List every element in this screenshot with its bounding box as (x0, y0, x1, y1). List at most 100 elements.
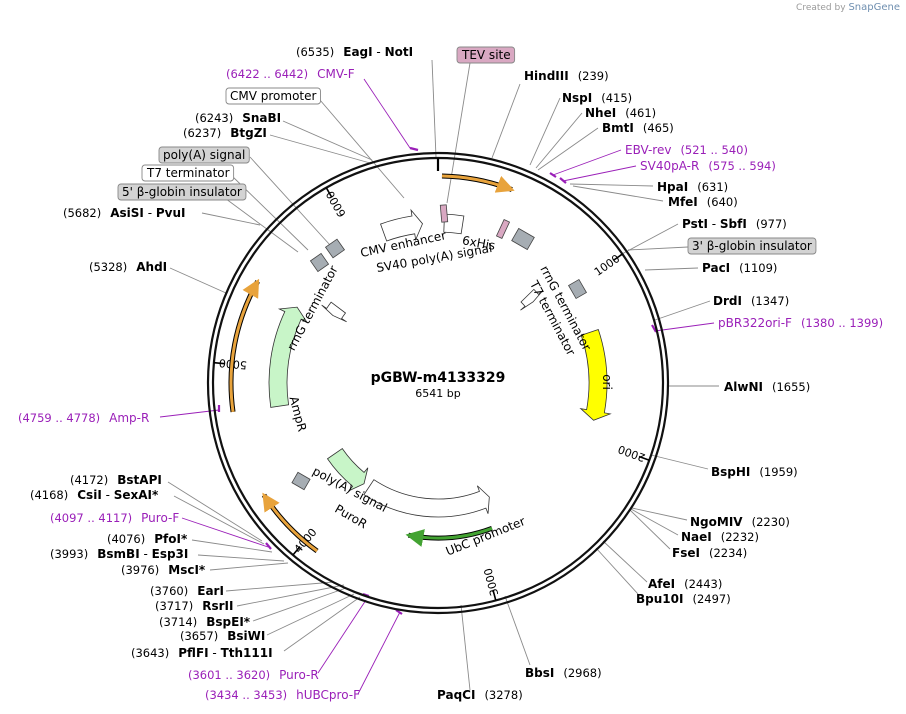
label-enz-bsphi[interactable]: BspHI(1959) (711, 465, 798, 479)
label-prm-hubc[interactable]: (3434 .. 3453)hUBCpro-F (205, 688, 360, 702)
label-enz-bstapi[interactable]: (4172)BstAPI (70, 473, 162, 487)
label-segment: poly(A) signal (163, 148, 245, 162)
label-segment: - (373, 45, 385, 59)
label-prm-purof[interactable]: (4097 .. 4117)Puro-F (50, 511, 179, 525)
label-prm-ampr[interactable]: (4759 .. 4778)Amp-R (18, 411, 149, 425)
label-segment: (2968) (563, 666, 601, 680)
label-segment: (575 .. 594) (708, 159, 776, 173)
label-box (141, 164, 235, 182)
leader-line (529, 97, 561, 166)
gray-box-right (511, 227, 535, 251)
label-enz-psti-sbfi[interactable]: PstI - SbfI(977) (682, 217, 787, 231)
label-prm-pbr322[interactable]: pBR322ori-F(1380 .. 1399) (718, 316, 883, 330)
label-enz-naei[interactable]: NaeI(2232) (681, 530, 759, 544)
label-enz-paqci[interactable]: PaqCI(3278) (437, 688, 523, 702)
label-segment: RsrII (202, 599, 233, 613)
label-text: HindIII(239) (524, 69, 609, 83)
label-enz-fsei[interactable]: FseI(2234) (672, 546, 747, 560)
label-enz-bmti[interactable]: BmtI(465) (602, 121, 674, 135)
label-text: NspI(415) (562, 91, 632, 105)
label-segment: - (102, 488, 114, 502)
label-segment: BsmBI (97, 547, 139, 561)
label-prm-cmvf[interactable]: (6422 .. 6442)CMV-F (226, 67, 355, 81)
label-box-tev[interactable]: TEV site (456, 46, 516, 64)
annotation-arcs (228, 173, 515, 554)
primer-mark-hubc (395, 609, 403, 615)
feature-arrows (268, 208, 612, 518)
label-segment: BtgZI (230, 126, 267, 140)
label-enz-asisi-pvui[interactable]: (5682)AsiSI - PvuI (63, 206, 186, 220)
label-prm-ebvrev[interactable]: EBV-rev(521 .. 540) (625, 143, 748, 157)
label-enz-rsrii[interactable]: (3717)RsrII (155, 599, 233, 613)
label-enz-bpu10i[interactable]: Bpu10I(2497) (636, 592, 731, 606)
leader-line (225, 581, 335, 592)
tag-box-top (439, 204, 449, 223)
label-segment: NspI (562, 91, 592, 105)
label-enz-hindiii[interactable]: HindIII(239) (524, 69, 609, 83)
label-enz-hpai[interactable]: HpaI(631) (657, 180, 728, 194)
label-box-3bglobin[interactable]: 3' β-globin insulator (687, 237, 817, 255)
feature-label: AmpR (286, 395, 309, 433)
gray-box-polya (291, 471, 311, 491)
label-segment: (3714) (159, 615, 197, 629)
label-segment: (6237) (183, 126, 221, 140)
label-segment: PvuI (156, 206, 186, 220)
label-enz-pflfi[interactable]: (3643)PflFI - Tth111I (131, 646, 273, 660)
label-text: HpaI(631) (657, 180, 728, 194)
label-box-5bglobin[interactable]: 5' β-globin insulator (117, 183, 247, 201)
label-enz-bsiwi[interactable]: (3657)BsiWI (180, 629, 265, 643)
label-enz-paci[interactable]: PacI(1109) (702, 261, 777, 275)
label-enz-snabi[interactable]: (6243)SnaBI (195, 111, 281, 125)
label-text: NheI(461) (585, 106, 656, 120)
label-enz-drdi[interactable]: DrdI(1347) (713, 294, 789, 308)
label-enz-nspi[interactable]: NspI(415) (562, 91, 632, 105)
label-segment: (4076) (107, 532, 145, 546)
label-segment: AfeI (648, 577, 675, 591)
green-arc-ubc (405, 526, 493, 547)
label-enz-mfei[interactable]: MfeI(640) (668, 195, 738, 209)
label-box-polya[interactable]: poly(A) signal (158, 146, 250, 164)
label-segment: (5328) (89, 260, 127, 274)
label-leader-lines (159, 59, 719, 695)
label-prm-sv40pa[interactable]: SV40pA-R(575 .. 594) (640, 159, 776, 173)
label-segment: BmtI (602, 121, 634, 135)
label-text: AlwNI(1655) (724, 380, 810, 394)
label-segment: PstI (682, 217, 708, 231)
label-box-t7[interactable]: T7 terminator (141, 164, 235, 182)
leader-line (363, 78, 411, 149)
label-segment: MscI (168, 563, 199, 577)
tick-label: 3000 (482, 567, 502, 597)
leader-line (631, 507, 688, 521)
label-enz-bsmbi-esp3i[interactable]: (3993)BsmBI - Esp3I (50, 547, 188, 561)
label-enz-pfoi[interactable]: (4076)PfoI* (107, 532, 188, 546)
label-enz-ngomiv[interactable]: NgoMIV(2230) (690, 515, 790, 529)
label-enz-msci[interactable]: (3976)MscI* (121, 563, 206, 577)
label-segment: T7 terminator (146, 166, 230, 180)
leader-line (319, 99, 405, 199)
label-text: (6535)EagI - NotI (296, 45, 413, 59)
label-segment: Puro-R (279, 668, 319, 682)
label-text: (3601 .. 3620)Puro-R (188, 668, 319, 682)
label-box (456, 46, 516, 64)
feature-cmv-enhancer (380, 208, 423, 242)
label-box-cmv-promoter[interactable]: CMV promoter (225, 87, 321, 105)
label-enz-afei[interactable]: AfeI(2443) (648, 577, 722, 591)
label-enz-eari[interactable]: (3760)EarI (150, 584, 224, 598)
label-enz-bspei[interactable]: (3714)BspEI* (159, 615, 251, 629)
leader-line (357, 611, 401, 695)
label-segment: (1380 .. 1399) (801, 316, 883, 330)
label-segment: AlwNI (724, 380, 763, 394)
label-segment: (3760) (150, 584, 188, 598)
label-enz-alwni[interactable]: AlwNI(1655) (724, 380, 810, 394)
label-prm-puror[interactable]: (3601 .. 3620)Puro-R (188, 668, 319, 682)
tick-label: 1000 (592, 252, 622, 279)
label-enz-ahdi[interactable]: (5328)AhdI (89, 260, 167, 274)
label-box (117, 183, 247, 201)
label-enz-eagi-noti[interactable]: (6535)EagI - NotI (296, 45, 413, 59)
label-enz-csii-sexai[interactable]: (4168)CsiI - SexAI* (30, 488, 159, 502)
label-enz-bbsi[interactable]: BbsI(2968) (525, 666, 602, 680)
label-enz-btgzi[interactable]: (6237) BtgZI (183, 126, 267, 140)
label-enz-nhei[interactable]: NheI(461) (585, 106, 656, 120)
plasmid-name: pGBW-m4133329 (371, 370, 506, 386)
